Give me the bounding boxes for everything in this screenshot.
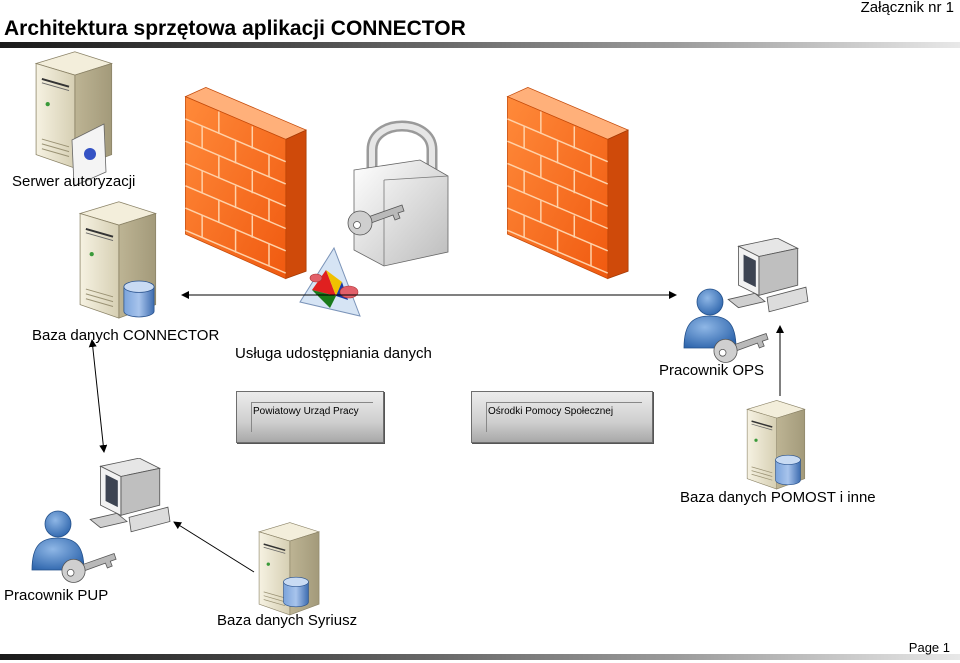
pomost-database-icon bbox=[775, 454, 801, 486]
pup-workstation-icon bbox=[89, 458, 171, 533]
sharing-service-label: Usługa udostępniania danych bbox=[235, 345, 432, 362]
footer-rule bbox=[0, 654, 960, 660]
syriusz-db-label: Baza danych Syriusz bbox=[217, 612, 358, 629]
padlock-icon bbox=[353, 120, 449, 267]
pup-box: Powiatowy Urząd Pracy bbox=[236, 391, 384, 443]
service-prism-icon bbox=[299, 246, 361, 317]
syriusz-database-icon bbox=[283, 576, 309, 608]
connector-database-icon bbox=[123, 280, 155, 318]
firewall-icon bbox=[184, 86, 307, 280]
pup-box-label: Powiatowy Urząd Pracy bbox=[253, 406, 359, 417]
ops-worker-label: Pracownik OPS bbox=[659, 362, 765, 379]
connector-db-label: Baza danych CONNECTOR bbox=[32, 327, 220, 344]
ops-user-icon bbox=[683, 288, 737, 349]
ops-workstation-icon bbox=[727, 238, 809, 313]
ops-box-label: Ośrodki Pomocy Społecznej bbox=[488, 406, 614, 417]
ops-box: Ośrodki Pomocy Społecznej bbox=[471, 391, 653, 443]
pup-worker-label: Pracownik PUP bbox=[4, 587, 109, 604]
firewall-icon bbox=[506, 86, 629, 280]
page-title: Architektura sprzętowa aplikacji CONNECT… bbox=[4, 17, 466, 40]
syriusz-pup-connection bbox=[173, 521, 255, 573]
auth-card-icon bbox=[71, 123, 107, 187]
auth-server-label: Serwer autoryzacji bbox=[12, 173, 136, 190]
connector-pup-connection bbox=[88, 339, 108, 453]
page-number: Page 1 bbox=[908, 640, 950, 655]
header-rule bbox=[0, 42, 960, 48]
pomost-db-label: Baza danych POMOST i inne bbox=[680, 489, 876, 506]
annex-label: Załącznik nr 1 bbox=[860, 0, 954, 16]
